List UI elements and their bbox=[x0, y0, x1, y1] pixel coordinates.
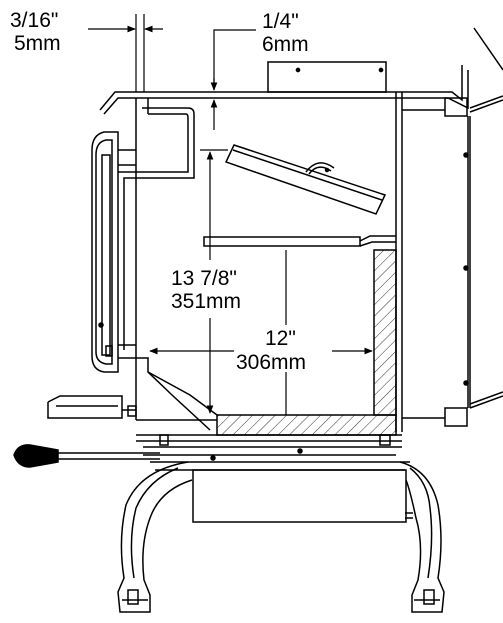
top-gap-metric-label: 5mm bbox=[14, 32, 61, 55]
secondary-air-tube bbox=[203, 235, 396, 247]
ash-shelf bbox=[47, 395, 137, 419]
dimension-top-gap bbox=[88, 14, 163, 92]
dimension-firebox-height bbox=[200, 149, 228, 414]
front-air-tubes bbox=[118, 98, 195, 350]
rear-heat-shield bbox=[395, 27, 503, 432]
ash-rake-handle bbox=[13, 444, 160, 468]
front-wall bbox=[136, 357, 218, 431]
front-door bbox=[91, 131, 136, 373]
baffle-plate bbox=[224, 144, 387, 215]
firebox-depth-metric-label: 306mm bbox=[236, 351, 306, 374]
ash-pan bbox=[192, 469, 407, 523]
dimension-top-clearance bbox=[210, 29, 256, 130]
right-leg bbox=[399, 461, 445, 613]
firebrick bbox=[216, 249, 397, 436]
dimension-firebox-depth bbox=[149, 250, 373, 415]
top-clearance-imperial-label: 1/4" bbox=[262, 10, 299, 33]
top-clearance-metric-label: 6mm bbox=[262, 33, 309, 56]
top-gap-imperial-label: 3/16" bbox=[10, 9, 58, 32]
firebox-height-metric-label: 351mm bbox=[171, 290, 241, 313]
firebox-height-imperial-label: 13 7/8" bbox=[171, 267, 237, 290]
firebox-depth-imperial-label: 12" bbox=[265, 327, 296, 350]
flue-collar bbox=[267, 61, 387, 93]
left-leg bbox=[117, 461, 193, 613]
